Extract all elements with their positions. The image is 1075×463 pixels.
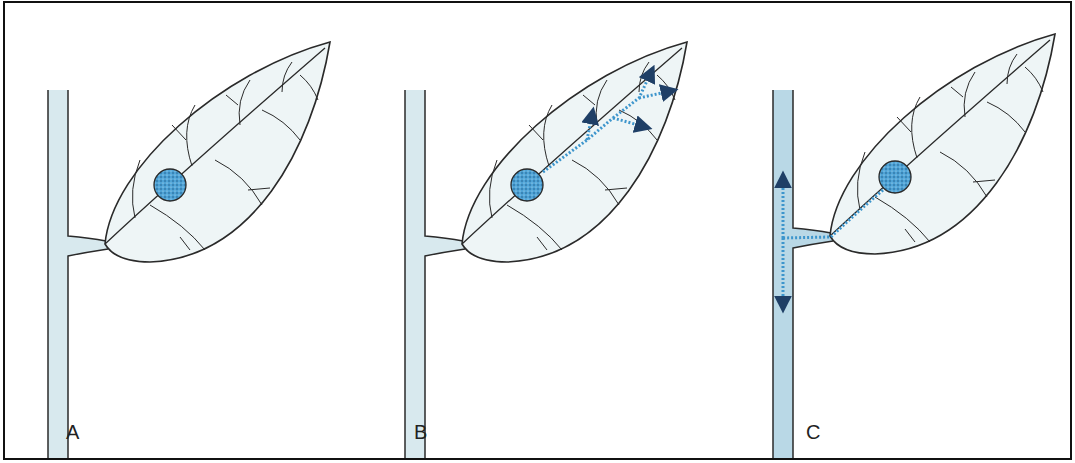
panel-a (48, 42, 330, 458)
leaf (830, 34, 1055, 254)
frame (4, 2, 1071, 459)
transport-path (783, 174, 883, 310)
leaf (105, 42, 330, 262)
panel-c (773, 34, 1055, 458)
panel-letter: A (66, 422, 79, 442)
panel-letter: C (806, 422, 820, 442)
transport-path (543, 68, 675, 172)
leaf (462, 42, 687, 262)
panel-b (405, 42, 687, 458)
panel-letter: B (414, 422, 427, 442)
